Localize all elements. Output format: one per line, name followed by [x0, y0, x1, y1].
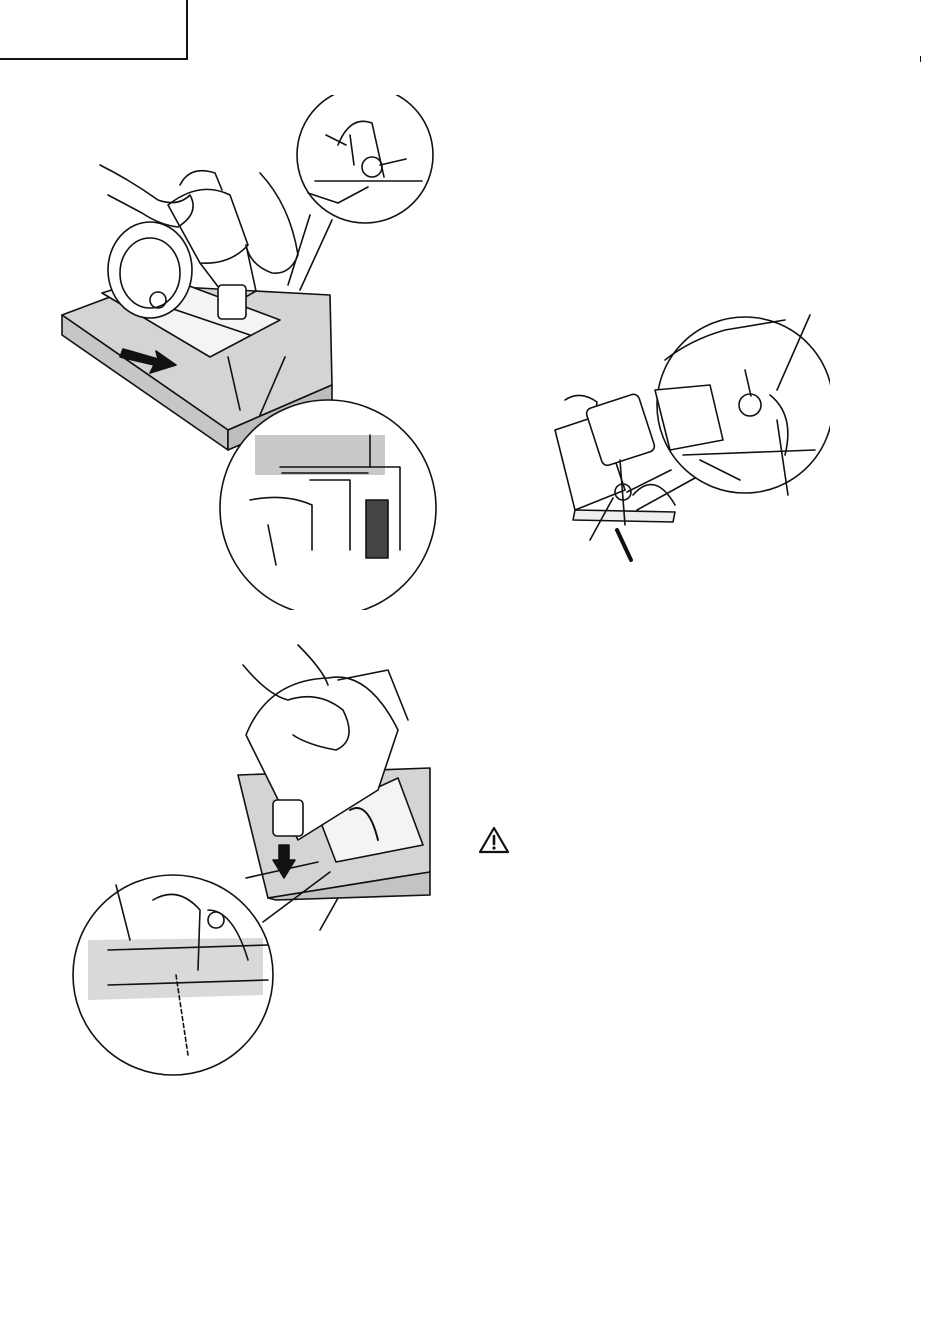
warning-triangle-icon [478, 826, 510, 854]
page-header-tab [0, 0, 188, 60]
figure-saw-bevel-cut [68, 640, 433, 1080]
figure-saw-bevel-adjust [545, 300, 830, 565]
crop-mark [920, 56, 921, 62]
figure-saw-straight-cut [50, 95, 440, 610]
